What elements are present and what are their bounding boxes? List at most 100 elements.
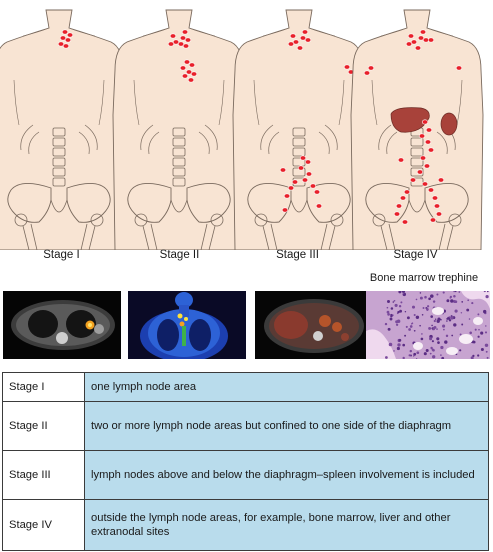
lymph-node bbox=[292, 39, 300, 45]
lymph-node bbox=[407, 33, 415, 39]
lymph-node bbox=[177, 41, 185, 47]
table-row: Stage IV outside the lymph node areas, f… bbox=[2, 499, 489, 551]
lymph-node bbox=[423, 163, 431, 169]
lymph-node bbox=[418, 133, 426, 139]
lymph-node bbox=[315, 203, 323, 209]
lymph-node bbox=[59, 35, 67, 41]
histology-bone-marrow-icon bbox=[366, 291, 490, 359]
lymph-node bbox=[421, 119, 429, 125]
figure-label-stage-4: Stage IV bbox=[393, 249, 438, 261]
lymph-node bbox=[363, 70, 371, 76]
stage-figures bbox=[0, 9, 484, 250]
table-row: Stage III lymph nodes above and below th… bbox=[2, 450, 489, 500]
lymph-node bbox=[409, 177, 417, 183]
bone-marrow-title: Bone marrow trephine bbox=[369, 272, 479, 284]
stage-name-cell: Stage I bbox=[2, 372, 85, 402]
pet-scan-coronal-image bbox=[128, 291, 246, 359]
stage-description-cell: two or more lymph node areas but confine… bbox=[84, 401, 489, 451]
ct-scan-abdomen-icon bbox=[255, 291, 373, 359]
lymph-node bbox=[279, 167, 287, 173]
lymph-node bbox=[181, 29, 189, 35]
lymph-node bbox=[188, 62, 196, 68]
lymph-node bbox=[297, 165, 305, 171]
lymph-node bbox=[416, 169, 424, 175]
figure-label-stage-2: Stage II bbox=[159, 249, 200, 261]
lymph-node bbox=[287, 41, 295, 47]
body-figure-stage-2 bbox=[112, 9, 246, 250]
figure-label-stage-3: Stage III bbox=[276, 249, 319, 261]
lymph-node bbox=[184, 37, 192, 43]
lymph-node bbox=[417, 35, 425, 41]
stage-description-cell: lymph nodes above and below the diaphrag… bbox=[84, 450, 489, 500]
lymph-node bbox=[410, 39, 418, 45]
lymph-node bbox=[305, 171, 313, 177]
lymph-node bbox=[187, 77, 195, 83]
lymph-node bbox=[414, 45, 422, 51]
lymph-node bbox=[405, 41, 413, 47]
stage-name-cell: Stage II bbox=[2, 401, 85, 451]
lymph-node bbox=[437, 177, 445, 183]
lymph-node bbox=[296, 45, 304, 51]
lymph-node bbox=[185, 69, 193, 75]
pet-scan-coronal-icon bbox=[128, 291, 246, 359]
lymph-node bbox=[190, 71, 198, 77]
lymph-node bbox=[433, 203, 441, 209]
lymph-node bbox=[179, 35, 187, 41]
lymph-node bbox=[182, 43, 190, 49]
lymph-node bbox=[424, 139, 432, 145]
stage-description-cell: outside the lymph node areas, for exampl… bbox=[84, 499, 489, 551]
lymph-node bbox=[304, 37, 312, 43]
lymph-node bbox=[399, 195, 407, 201]
lymph-node bbox=[291, 179, 299, 185]
spleen-organ bbox=[440, 112, 458, 136]
liver-organ bbox=[390, 107, 430, 133]
lymph-node bbox=[397, 157, 405, 163]
lymph-node bbox=[167, 41, 175, 47]
lymph-node bbox=[299, 155, 307, 161]
lymph-node bbox=[393, 211, 401, 217]
body-figure-stage-1 bbox=[0, 9, 126, 250]
lymph-node bbox=[429, 217, 437, 223]
bone-marrow-trephine-image bbox=[366, 291, 490, 359]
lymph-node bbox=[61, 29, 69, 35]
lymph-node bbox=[419, 155, 427, 161]
ct-scan-abdomen-image bbox=[255, 291, 373, 359]
stage-name-cell: Stage III bbox=[2, 450, 85, 500]
lymph-node bbox=[313, 189, 321, 195]
table-row: Stage I one lymph node area bbox=[2, 372, 489, 402]
body-figure-stage-4 bbox=[350, 9, 484, 250]
lymph-node bbox=[421, 181, 429, 187]
lymph-node bbox=[301, 177, 309, 183]
lymph-node bbox=[419, 29, 427, 35]
lymph-node bbox=[179, 65, 187, 71]
lymph-node bbox=[64, 37, 72, 43]
lymph-node bbox=[66, 32, 74, 38]
ct-scan-chest-icon bbox=[3, 291, 121, 359]
lymph-node bbox=[343, 64, 351, 70]
lymph-node bbox=[309, 183, 317, 189]
lymph-node bbox=[427, 187, 435, 193]
stage-description-cell: one lymph node area bbox=[84, 372, 489, 402]
lymph-node bbox=[435, 211, 443, 217]
lymph-node bbox=[455, 65, 463, 71]
lymph-node bbox=[431, 195, 439, 201]
lymph-node bbox=[304, 159, 312, 165]
lymph-node bbox=[427, 37, 435, 43]
lymph-node bbox=[287, 185, 295, 191]
stage-table: Stage I one lymph node area Stage II two… bbox=[2, 372, 489, 551]
lymph-node bbox=[403, 189, 411, 195]
lymph-node bbox=[299, 35, 307, 41]
lymph-node bbox=[281, 207, 289, 213]
lymph-node bbox=[401, 219, 409, 225]
lymph-node bbox=[283, 193, 291, 199]
lymph-node bbox=[62, 43, 70, 49]
ct-scan-chest-image bbox=[3, 291, 121, 359]
lymph-node bbox=[425, 127, 433, 133]
table-row: Stage II two or more lymph node areas bu… bbox=[2, 401, 489, 451]
body-figure-stage-3 bbox=[232, 9, 366, 250]
lymph-node bbox=[427, 147, 435, 153]
lymph-node bbox=[181, 73, 189, 79]
lymph-node bbox=[395, 203, 403, 209]
lymph-node bbox=[367, 65, 375, 71]
lymph-node bbox=[289, 33, 297, 39]
